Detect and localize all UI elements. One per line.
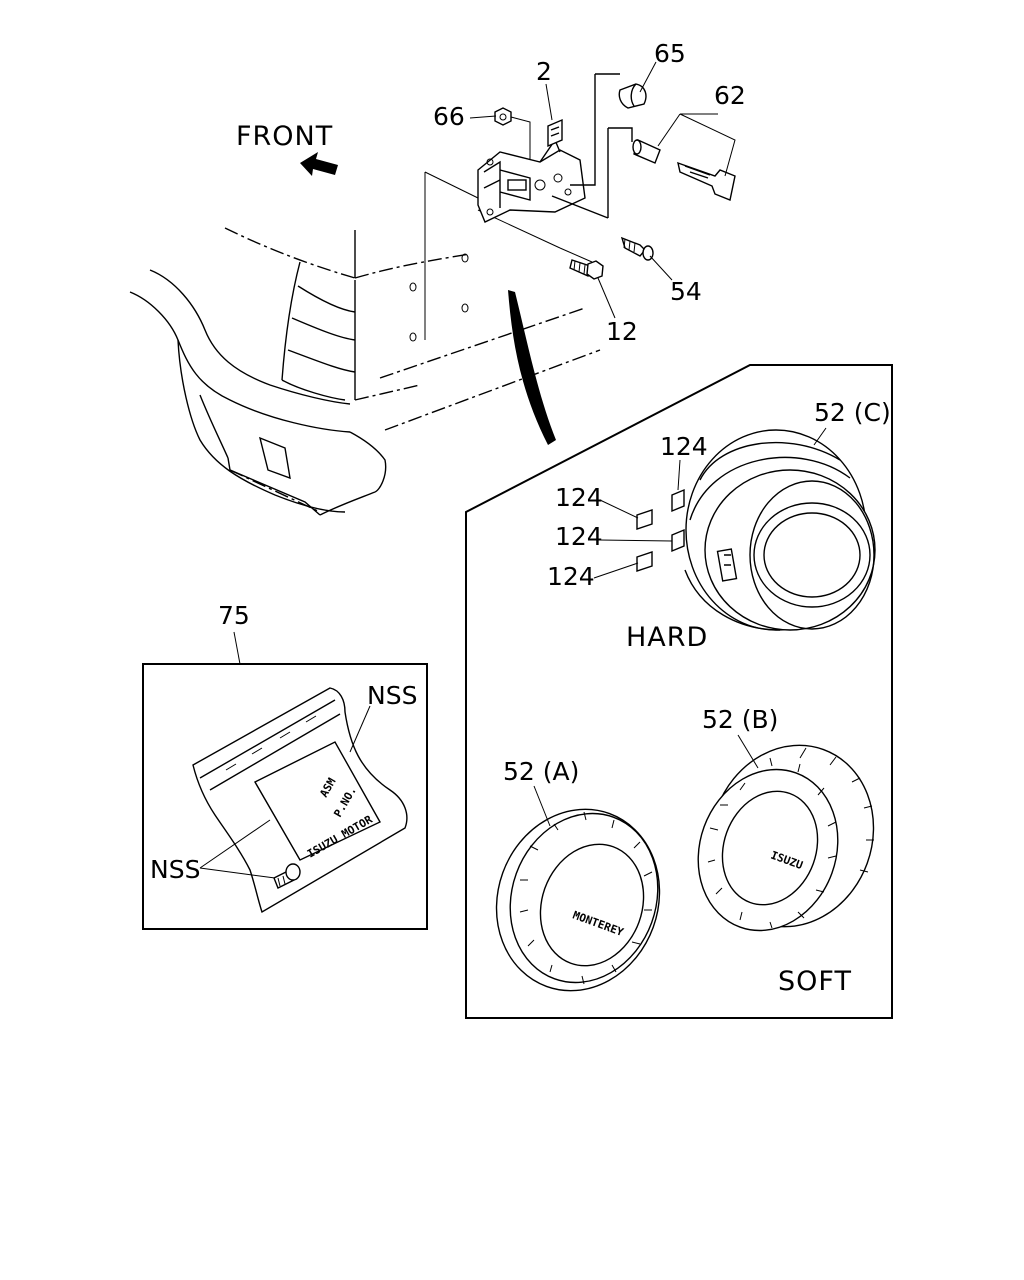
label-nss-left: NSS — [150, 855, 200, 884]
vehicle-rear-body — [129, 171, 601, 516]
label-panel-75-box — [142, 663, 428, 930]
label-124-c: 124 — [555, 522, 603, 551]
label-52a: 52 (A) — [503, 757, 579, 786]
hard-cover-52c — [684, 429, 876, 631]
label-12: 12 — [606, 317, 638, 346]
soft-cover-52a: MONTEREY — [495, 808, 661, 992]
spacer-squares-124 — [636, 488, 685, 572]
cap-65 — [618, 83, 647, 109]
label-75: 75 — [218, 601, 250, 630]
label-52b: 52 (B) — [702, 705, 778, 734]
nut-66 — [494, 107, 531, 160]
label-66: 66 — [433, 102, 465, 131]
spare-cover-detail-box — [465, 364, 893, 1019]
bolt-54 — [620, 236, 654, 261]
front-label: FRONT — [236, 121, 333, 152]
label-65: 65 — [654, 39, 686, 68]
label-54: 54 — [670, 277, 702, 306]
label-nss-top: NSS — [367, 681, 417, 710]
label-124-d: 124 — [547, 562, 595, 591]
carrier-bracket — [477, 118, 586, 223]
label-124-a: 124 — [660, 432, 708, 461]
caption-soft: SOFT — [778, 966, 852, 997]
label-62: 62 — [714, 81, 746, 110]
door-panel-with-label: ASM P.NO. ISUZU MOTOR — [192, 687, 408, 914]
bolt-12 — [569, 259, 604, 280]
front-arrow-icon — [300, 152, 338, 176]
label-52c: 52 (C) — [814, 398, 891, 427]
soft-cover-52b: ISUZU — [697, 744, 875, 932]
label-124-b: 124 — [555, 483, 603, 512]
label-2: 2 — [536, 57, 552, 86]
lock-and-key-62 — [632, 139, 736, 201]
caption-hard: HARD — [626, 622, 708, 653]
view-pointer-arrow — [508, 290, 556, 445]
